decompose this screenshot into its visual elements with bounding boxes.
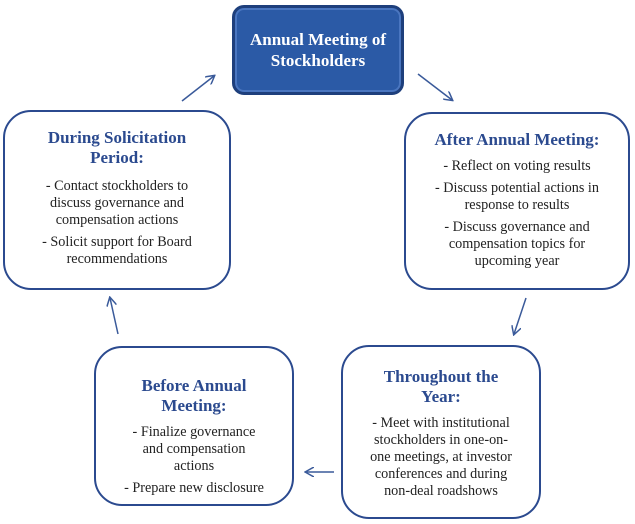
arrow-right-up-icon [181,76,214,102]
before-meeting-box: Before Annual Meeting: - Finalize govern… [94,346,294,506]
after-meeting-items: - Reflect on voting results - Discuss po… [406,158,628,270]
arrow-right-down-icon [417,73,452,100]
throughout-year-title: Throughout the Year: [383,367,499,406]
throughout-year-items: - Meet with institutional stockholders i… [343,415,539,500]
list-item: - Prepare new disclosure [124,480,264,496]
list-item: - Meet with institutional stockholders i… [370,415,512,499]
annual-meeting-title-line2: Stockholders [270,51,366,70]
solicitation-title: During Solicitation Period: [47,128,187,167]
list-item: - Discuss governance and compensation to… [444,219,590,269]
throughout-year-box: Throughout the Year: - Meet with institu… [341,345,541,519]
before-meeting-title: Before Annual Meeting: [141,376,247,415]
solicitation-items: - Contact stockholders to discuss govern… [5,178,229,268]
arrow-up-icon [110,298,119,335]
list-item: - Reflect on voting results [443,158,591,174]
list-item: - Solicit support for Board recommendati… [42,234,192,267]
list-item: - Discuss potential actions in response … [435,180,599,213]
solicitation-box: During Solicitation Period: - Contact st… [3,110,231,290]
annual-meeting-box: Annual Meeting of Stockholders [232,5,404,95]
after-meeting-box: After Annual Meeting: - Reflect on votin… [404,112,630,290]
annual-meeting-title-line1: Annual Meeting of [250,30,386,49]
arrow-down-icon [514,297,527,334]
list-item: - Contact stockholders to discuss govern… [45,178,189,228]
list-item: - Finalize governance and compensation a… [132,424,256,474]
after-meeting-title: After Annual Meeting: [434,130,600,149]
before-meeting-items: - Finalize governance and compensation a… [96,424,292,497]
